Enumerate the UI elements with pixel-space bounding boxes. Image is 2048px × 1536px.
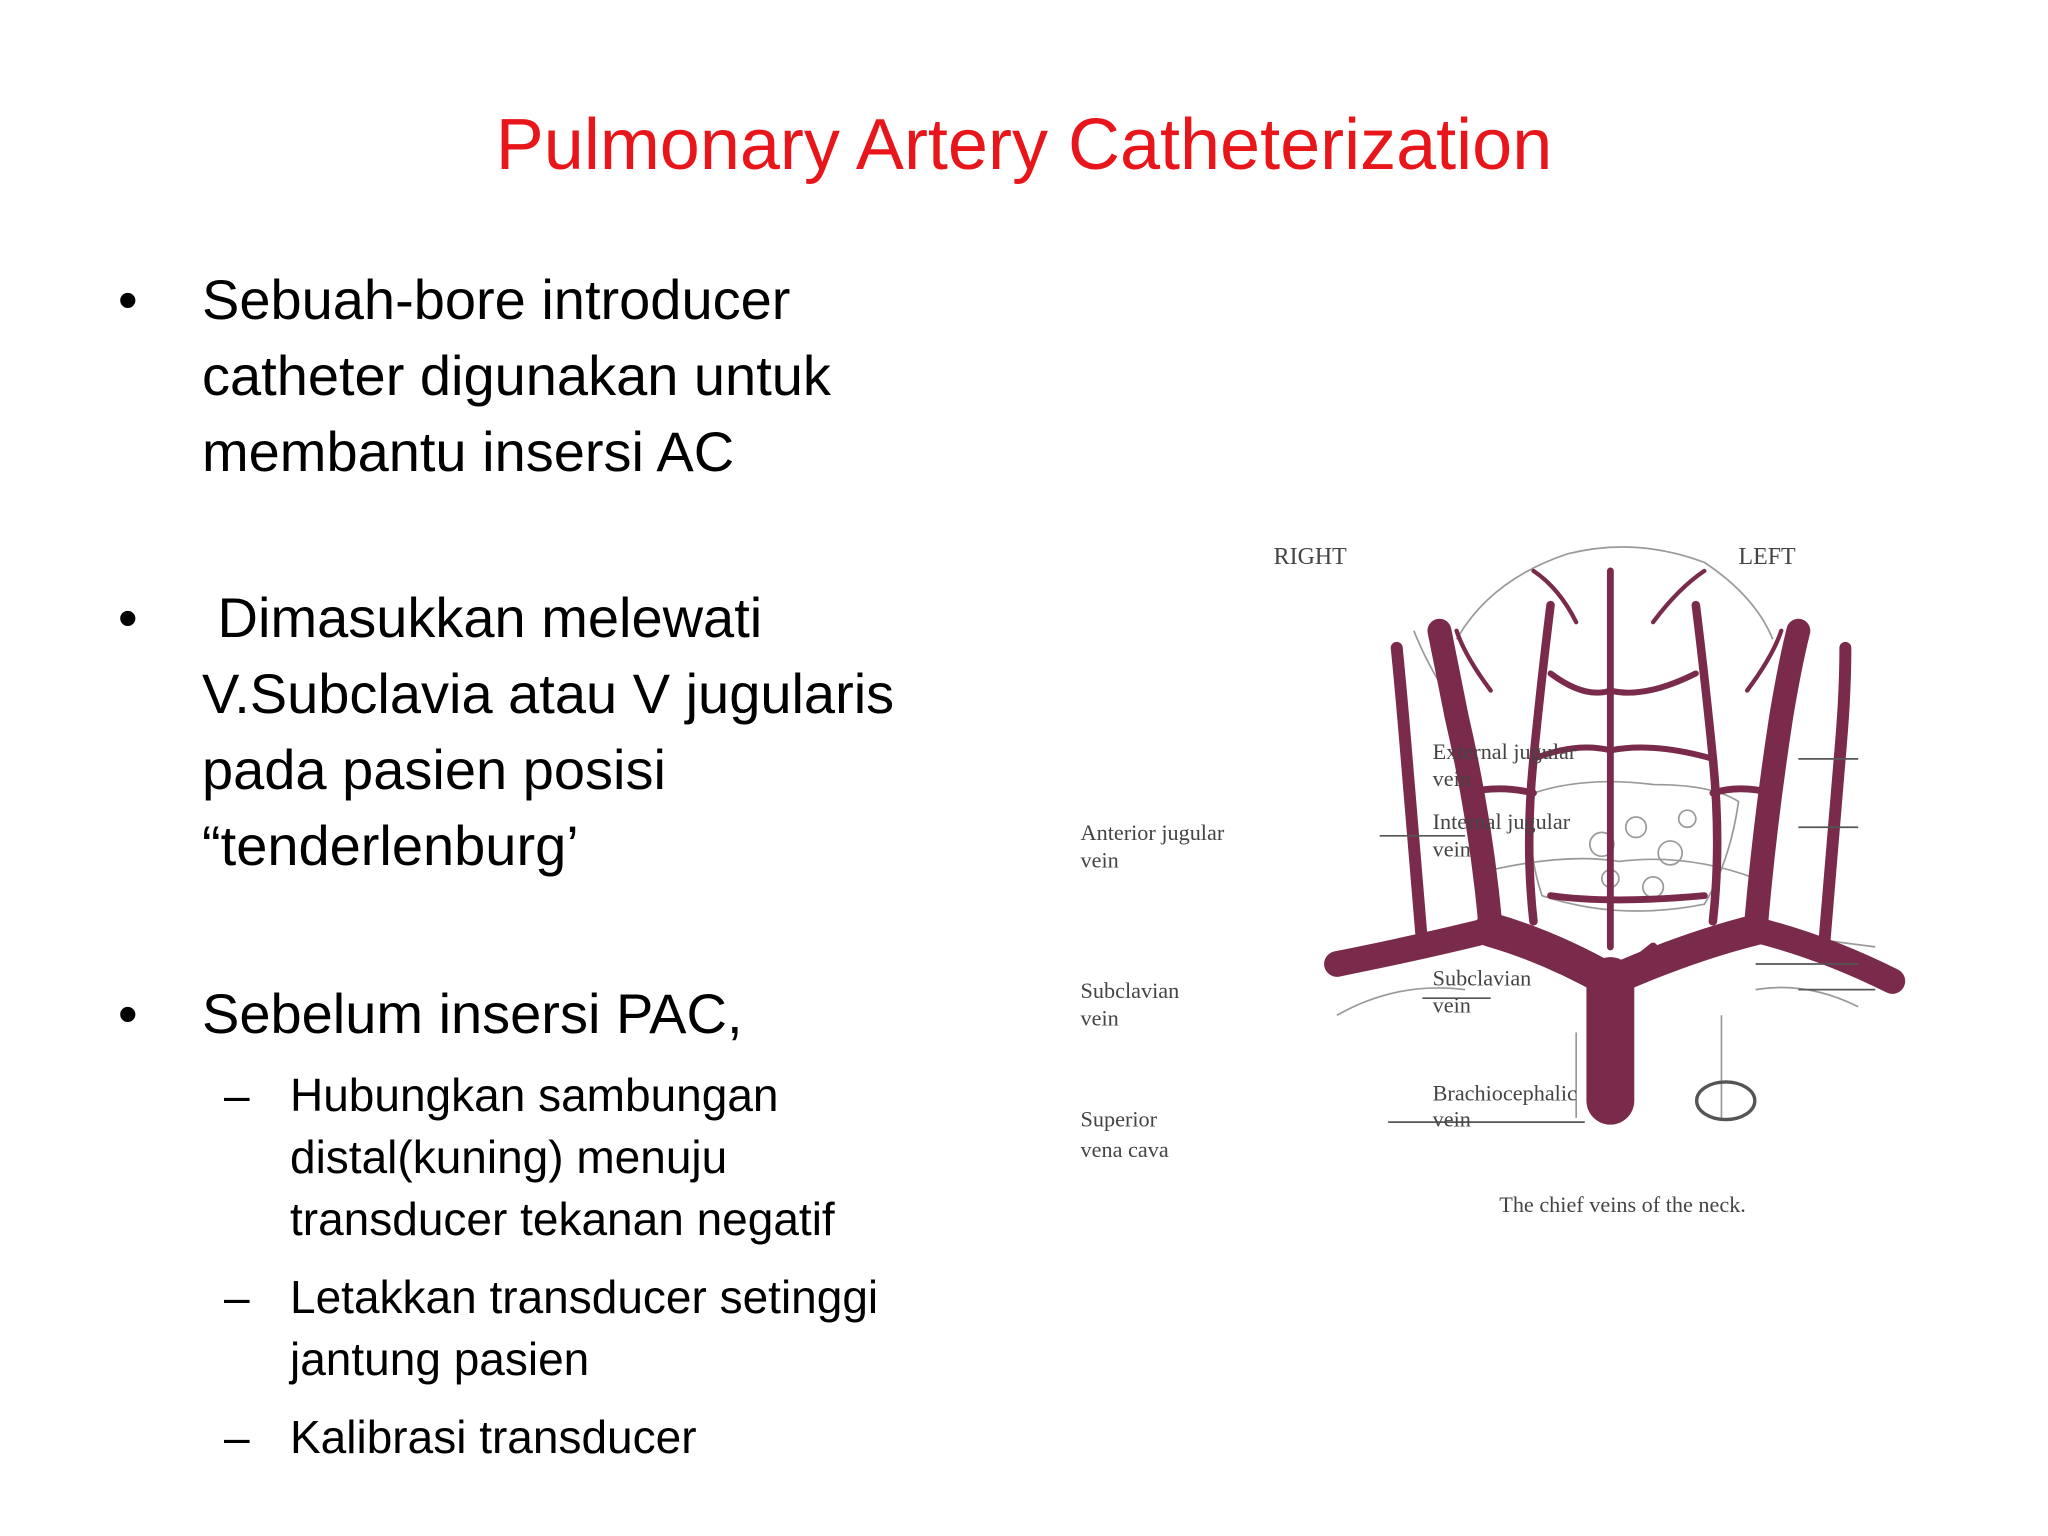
left-internal-jugular-vein (1743, 618, 1811, 942)
label-subclavian-left-2: vein (1433, 993, 1471, 1018)
bullet-line: catheter digunakan untuk (202, 344, 831, 407)
leader-lines (1379, 758, 1876, 1123)
sub-line: jantung pasien (290, 1333, 590, 1385)
label-anterior-jugular-2: vein (1081, 847, 1119, 872)
sub-line: Letakkan transducer setinggi (290, 1271, 879, 1323)
label-right: RIGHT (1274, 544, 1347, 570)
right-internal-jugular-vein (1427, 618, 1503, 942)
sub-line: Kalibrasi transducer (290, 1411, 697, 1463)
bullet-line: V.Subclavia atau V jugularis (202, 662, 895, 725)
dash-glyph: – (224, 1271, 250, 1323)
dash-glyph: – (224, 1411, 250, 1463)
label-superior-vena-cava-2: vena cava (1081, 1137, 1169, 1162)
label-anterior-jugular: Anterior jugular (1081, 820, 1225, 845)
left-anterior-jugular-vein (1691, 600, 1722, 926)
label-brachiocephalic-2: vein (1433, 1106, 1471, 1131)
label-internal-jugular: Internal jugular (1433, 809, 1571, 834)
bullet-line: pada pasien posisi (202, 738, 666, 801)
label-external-jugular: External jugular (1433, 739, 1577, 764)
label-internal-jugular-2: vein (1433, 836, 1471, 861)
neck-veins-illustration: RIGHT LEFT External jugular vein Interna… (1081, 544, 1906, 1217)
bullet-line: Sebuah-bore introducer (202, 268, 791, 331)
sub-line: transducer tekanan negatif (290, 1193, 835, 1245)
bullet-glyph: • (118, 982, 138, 1045)
slide-title: Pulmonary Artery Catheterization (495, 105, 1553, 185)
label-brachiocephalic: Brachiocephalic (1433, 1081, 1577, 1106)
right-external-jugular-vein (1390, 641, 1429, 953)
label-subclavian-right-2: vein (1081, 1006, 1119, 1031)
label-left: LEFT (1739, 544, 1797, 570)
figure-caption: The chief veins of the neck. (1499, 1192, 1746, 1217)
bullet-line: “tenderlenburg’ (202, 814, 579, 877)
right-subclavian-vein (1324, 916, 1504, 977)
left-external-jugular-vein (1818, 641, 1852, 953)
bullet-line: membantu insersi AC (202, 420, 735, 483)
sub-line: Hubungkan sambungan (290, 1069, 779, 1121)
bullet-glyph: • (118, 268, 138, 331)
label-external-jugular-2: vein (1433, 766, 1471, 791)
label-subclavian-right: Subclavian (1081, 978, 1180, 1003)
bullet-glyph: • (118, 586, 138, 649)
left-brachiocephalic-vein (1594, 914, 1772, 997)
dash-glyph: – (224, 1069, 250, 1121)
sub-line: distal(kuning) menuju (290, 1131, 728, 1183)
label-subclavian-left: Subclavian (1433, 965, 1532, 990)
label-superior-vena-cava: Superior (1081, 1106, 1158, 1131)
neck-veins-figure: RIGHT LEFT External jugular vein Interna… (1072, 440, 2012, 1300)
vein-network (1324, 567, 1906, 1125)
bullet-line: Sebelum insersi PAC, (202, 982, 743, 1045)
bullet-line: Dimasukkan melewati (202, 586, 763, 649)
